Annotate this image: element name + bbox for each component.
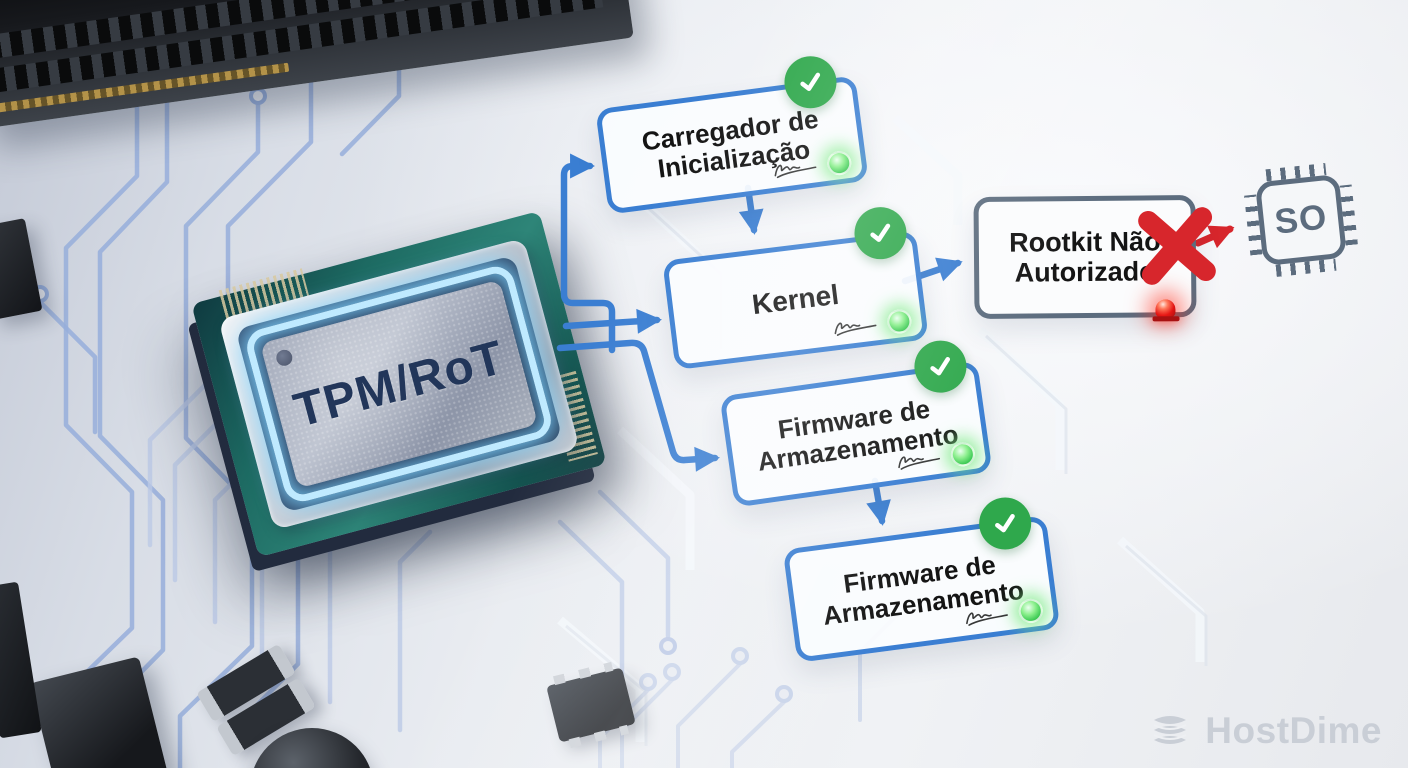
siren-dome — [1155, 299, 1176, 318]
check-circle-icon — [911, 337, 970, 396]
signed-seal — [894, 440, 977, 476]
green-led-icon — [949, 440, 977, 468]
check-circle-icon — [851, 204, 910, 263]
signed-seal — [770, 149, 853, 184]
siren-base — [1152, 316, 1180, 322]
green-led-icon — [825, 149, 853, 177]
signature-icon — [834, 322, 877, 336]
stacked-layers-icon — [1153, 716, 1187, 744]
check-circle-icon — [975, 494, 1035, 553]
os-chip: SO — [1242, 161, 1361, 280]
arrow-chip-to-kernel — [562, 308, 662, 334]
arrow-chip-to-bootloader — [560, 153, 616, 354]
check-circle-icon — [781, 53, 840, 112]
signature-icon — [898, 456, 941, 470]
node-storage-firmware-2: Firmware de Armazenamento — [782, 494, 1061, 663]
red-siren-led-icon — [1151, 299, 1180, 322]
signature-icon — [774, 164, 817, 179]
embossed-traces — [557, 114, 1208, 746]
signature-icon — [966, 612, 1008, 626]
os-chip-body: SO — [1254, 173, 1348, 267]
os-chip-label: SO — [1272, 197, 1330, 242]
node-bootloader: Carregador de Inicialização — [595, 53, 869, 215]
signed-seal — [962, 597, 1045, 631]
signed-seal — [830, 308, 913, 342]
arrow-chip-to-firmware — [556, 339, 720, 472]
red-x-icon — [1131, 200, 1223, 292]
green-led-icon — [1017, 597, 1045, 625]
green-led-icon — [886, 308, 913, 335]
arrow-rootkit-to-os-blocked — [1194, 225, 1235, 249]
node-label-line: Kernel — [750, 278, 841, 321]
node-kernel: Kernel — [662, 204, 929, 371]
hostdime-logo: HostDime — [1147, 710, 1382, 752]
logo-text: HostDime — [1205, 710, 1382, 751]
node-storage-firmware-1: Firmware de Armazenamento — [719, 337, 993, 508]
